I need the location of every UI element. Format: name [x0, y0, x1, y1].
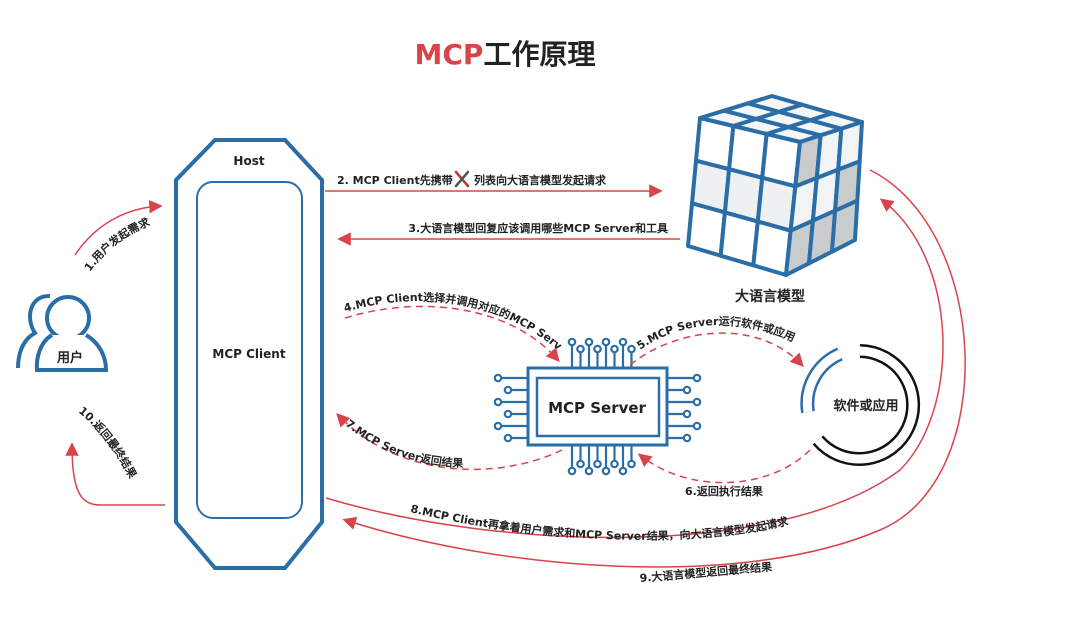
chip-pin-pad [593, 459, 602, 469]
step-2-label-b: 列表向大语言模型发起请求 [474, 173, 607, 187]
chip-pin-pad [692, 421, 702, 431]
host-label: Host [233, 154, 264, 168]
chip-pin-pad [503, 385, 513, 395]
cube-right-cell [830, 198, 860, 254]
step-1-label: 1.用户发起需求 [82, 214, 153, 273]
chip-pin-pad [503, 409, 513, 419]
llm-label: 大语言模型 [735, 288, 805, 305]
chip-pin-pad [503, 433, 513, 443]
tools-icon [454, 170, 470, 188]
chip-pin-pad [567, 466, 577, 476]
user-group-icon: 用户 [16, 293, 109, 372]
chip-pin-pad [692, 397, 702, 407]
step-5-label: 5.MCP Server运行软件或应用 [634, 314, 797, 352]
chip-pin-pad [610, 344, 619, 354]
step-10-label: 10.返回最终结果 [76, 404, 139, 480]
chip-pin-pad [627, 344, 636, 354]
arrow-step-8 [325, 198, 944, 539]
user-label: 用户 [56, 350, 83, 366]
chip-pin-pad [567, 337, 577, 347]
chip-pin-pad [627, 459, 636, 469]
chip-pin-pad [618, 337, 628, 347]
chip-pin-pad [682, 409, 692, 419]
mcp-server-label: MCP Server [548, 399, 646, 417]
chip-pin-pad [576, 344, 585, 354]
step-6-label: 6.返回执行结果 [685, 484, 763, 498]
step-3-label: 3.大语言模型回复应该调用哪些MCP Server和工具 [408, 221, 668, 235]
arrow-step-9 [342, 169, 966, 568]
cube-icon [686, 94, 864, 277]
host-container: Host MCP Client [174, 138, 324, 570]
chip-pin-pad [682, 433, 692, 443]
chip-pin-pad [593, 344, 602, 354]
arrow-step-7 [336, 413, 563, 471]
chip-pin-pad [618, 466, 628, 476]
arrow-step-5 [629, 332, 804, 367]
arrow-step-1 [74, 199, 163, 256]
cube-front-cell [686, 201, 727, 258]
chip-pin-pad [576, 459, 585, 469]
ring-icon [800, 344, 921, 466]
software-label: 软件或应用 [833, 398, 898, 414]
chip-pin-pad [584, 337, 594, 347]
diagram-title: MCP工作原理 [415, 38, 596, 71]
chip-pin-pad [682, 385, 692, 395]
chip-icon [493, 337, 702, 476]
chip-pin-pad [692, 373, 702, 383]
step-2-label-a: 2. MCP Client先携带 [337, 173, 453, 187]
step-9-label: 9.大语言模型返回最终结果 [639, 559, 773, 585]
chip-pin-pad [493, 397, 503, 407]
chip-pin-pad [493, 421, 503, 431]
chip-pin-pad [493, 373, 503, 383]
chip-pin-pad [584, 466, 594, 476]
step-7-label: 7.MCP Server返回结果 [343, 417, 463, 470]
arrow-step-10 [65, 442, 165, 506]
chip-pin-pad [610, 459, 619, 469]
step-8-label: 8.MCP Client再拿着用户需求和MCP Server结果，向大语言模型发… [409, 502, 790, 542]
arrow-step-4 [344, 305, 560, 363]
arrow-step-6 [637, 449, 811, 484]
mcp-client-label: MCP Client [212, 347, 285, 361]
chip-pin-pad [601, 337, 611, 347]
chip-pin-pad [601, 466, 611, 476]
